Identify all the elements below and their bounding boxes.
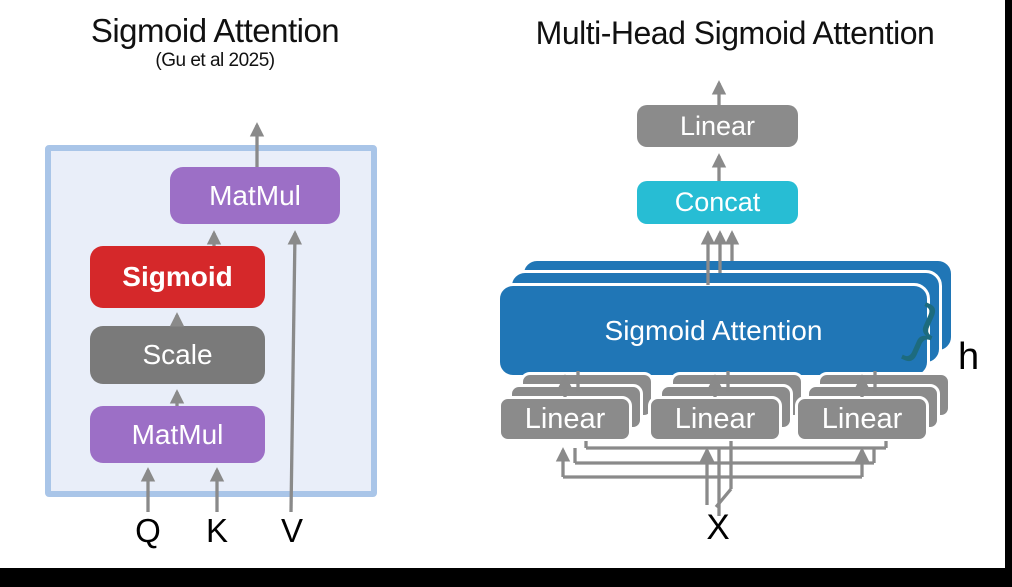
bottom-black-bar: [0, 568, 1012, 587]
input-label-k: K: [205, 512, 228, 549]
matmul-bottom-block: MatMul: [90, 406, 265, 463]
sigmoid-block: Sigmoid: [90, 246, 265, 308]
linear-q-block: Linear: [498, 396, 632, 442]
x-input-routing: [555, 441, 888, 516]
input-label-v: V: [280, 512, 303, 549]
left-panel-title: Sigmoid Attention: [90, 12, 340, 49]
head-count-label: h: [958, 336, 980, 378]
right-panel-title: Multi-Head Sigmoid Attention: [535, 15, 935, 51]
sigmoid-attention-block: Sigmoid Attention: [497, 283, 930, 378]
scale-block: Scale: [90, 326, 265, 384]
output-linear-block: Linear: [637, 105, 798, 147]
right-black-bar: [1005, 0, 1012, 587]
left-panel-subtitle: (Gu et al 2025): [155, 50, 275, 71]
input-label-q: Q: [135, 512, 161, 549]
input-label-x: X: [706, 508, 730, 547]
linear-v-block: Linear: [795, 396, 929, 442]
concat-block: Concat: [637, 181, 798, 224]
linear-k-block: Linear: [648, 396, 782, 442]
matmul-top-block: MatMul: [170, 167, 340, 224]
